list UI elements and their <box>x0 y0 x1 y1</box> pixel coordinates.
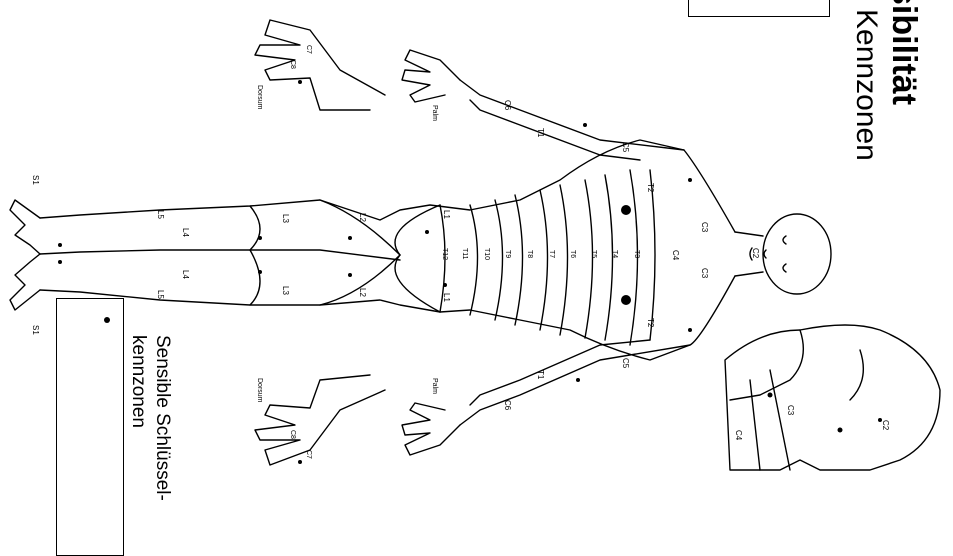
label-groin-left: L1 <box>442 210 451 219</box>
label-foot-right: L5 <box>156 290 165 299</box>
label-sole-left: S1 <box>31 175 40 185</box>
label-groin-right: L1 <box>442 293 451 302</box>
label-t8: T8 <box>526 250 533 258</box>
label-shoulder-left: C5 <box>621 142 630 152</box>
left-eye <box>783 236 786 244</box>
label-head-side-c2: C2 <box>881 420 890 430</box>
right-foot <box>10 254 40 310</box>
label-sole-right: S1 <box>31 325 40 335</box>
label-t4: T4 <box>611 250 618 258</box>
thigh-curve-left <box>320 200 400 255</box>
right-arm-lower <box>470 340 650 405</box>
label-dorsum-right: Dorsum <box>256 378 263 403</box>
label-palm-left: Palm <box>431 105 438 121</box>
label-t10: T10 <box>483 248 490 260</box>
label-shoulder-right: C5 <box>621 358 630 368</box>
label-t7: T7 <box>548 250 555 258</box>
right-hand <box>402 403 460 455</box>
label-shin-left: L4 <box>181 228 190 237</box>
label-neck-c3a: C3 <box>700 222 709 232</box>
legend-dot-icon <box>104 317 110 323</box>
label-hand-right-c8: C8 <box>289 430 296 439</box>
label-t5: T5 <box>590 250 597 258</box>
right-arm-upper <box>460 345 690 425</box>
head-outline <box>763 214 831 294</box>
nose <box>764 250 766 258</box>
legend-box: Sensible Schlüssel- kennzonen <box>56 298 124 556</box>
groin-curve <box>395 205 440 312</box>
header-box <box>688 0 830 17</box>
label-t3: T3 <box>633 250 640 258</box>
page-title: sibilität <box>884 0 923 105</box>
label-hand-right-c7: C7 <box>305 450 312 459</box>
legend-line-2: kennzonen <box>127 335 149 428</box>
label-hand-left-c7: C7 <box>305 45 312 54</box>
label-t12: T12 <box>441 248 448 260</box>
left-dorsum-hand <box>255 20 385 110</box>
legend-line-1: Sensible Schlüssel- <box>151 335 173 501</box>
label-thigh-right: L2 <box>358 288 367 297</box>
label-chest-left: T2 <box>646 183 655 192</box>
label-t9: T9 <box>504 250 511 258</box>
band-t11 <box>470 205 478 315</box>
left-hand <box>402 50 460 102</box>
label-knee-right: L3 <box>281 286 290 295</box>
side-neck-bands <box>750 370 790 470</box>
label-foot-left: L5 <box>156 210 165 219</box>
label-head-side-c3: C3 <box>786 405 795 415</box>
band-t7 <box>560 185 568 335</box>
side-head-jaw <box>730 330 803 400</box>
label-chest-right: T2 <box>646 318 655 327</box>
label-dorsum-left: Dorsum <box>256 85 263 110</box>
left-body-outline <box>40 140 735 232</box>
leg-divider <box>40 250 400 260</box>
label-forearm-left: C6 <box>503 100 512 110</box>
left-arm-lower <box>470 100 640 160</box>
band-t9 <box>515 195 523 325</box>
label-upper-arm-left: T1 <box>536 128 545 137</box>
label-knee-left: L3 <box>281 214 290 223</box>
right-eye <box>783 264 786 272</box>
label-hand-left-c8: C8 <box>289 60 296 69</box>
label-thigh-left: L2 <box>358 213 367 222</box>
left-foot <box>10 200 40 254</box>
label-c2-face: C2 <box>751 248 760 258</box>
band-t8 <box>540 190 548 330</box>
label-t11: T11 <box>461 248 468 260</box>
label-neck-c4: C4 <box>671 250 680 260</box>
side-head-ear <box>850 350 863 400</box>
label-head-side-c4: C4 <box>734 430 743 440</box>
label-upper-arm-right: T1 <box>536 370 545 379</box>
band-t10 <box>495 200 503 320</box>
label-palm-right: Palm <box>431 378 438 394</box>
right-dorsum-hand <box>255 375 385 465</box>
label-forearm-right: C6 <box>503 400 512 410</box>
label-shin-right: L4 <box>181 270 190 279</box>
label-neck-c3b: C3 <box>700 268 709 278</box>
band-t6 <box>585 180 593 338</box>
label-t6: T6 <box>569 250 576 258</box>
page-subtitle: e Kennzonen <box>849 0 883 161</box>
thigh-curve-right <box>320 255 400 305</box>
band-t3 <box>650 170 655 340</box>
knee-lines <box>250 206 260 305</box>
